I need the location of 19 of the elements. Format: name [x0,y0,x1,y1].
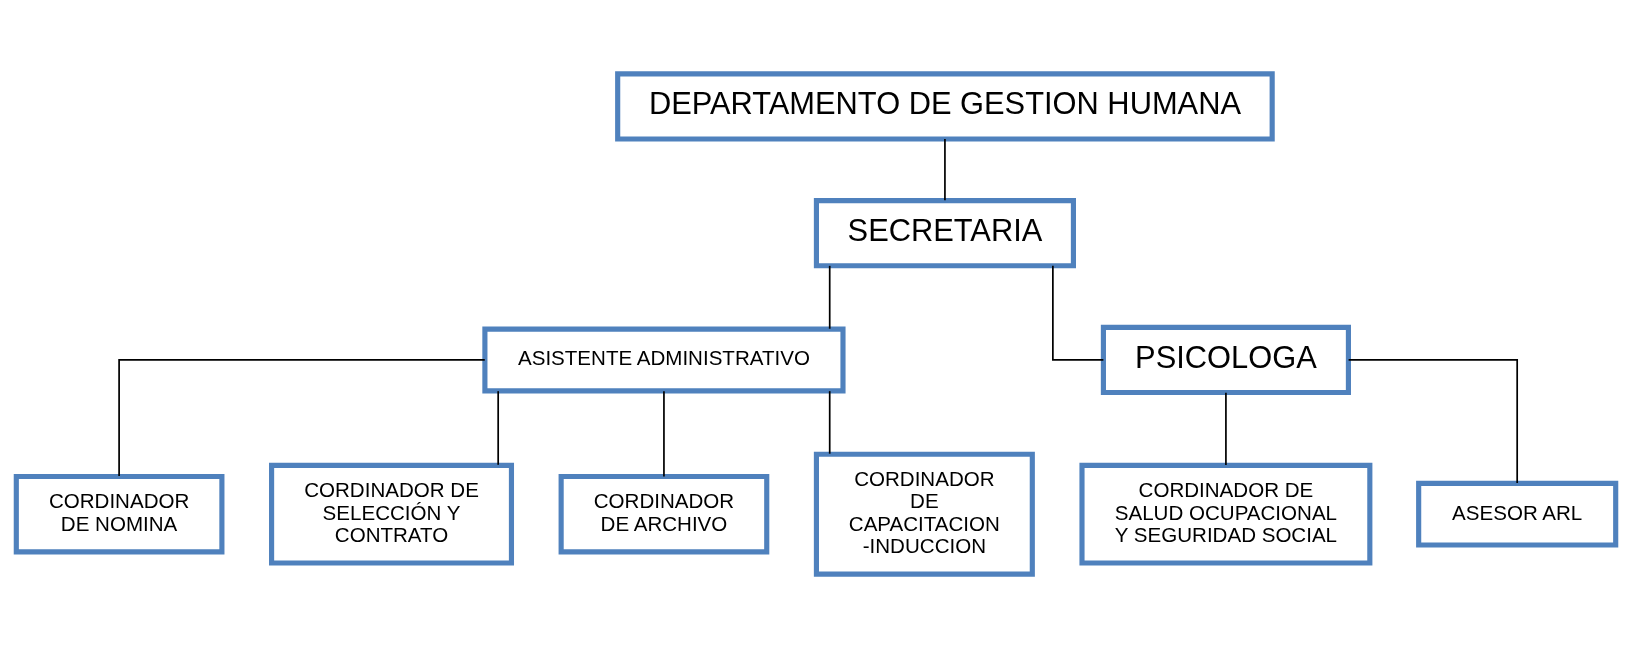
node-box: ASISTENTE ADMINISTRATIVO [482,326,846,393]
connector [663,389,665,477]
node-box: DEPARTAMENTO DE GESTION HUMANA [615,70,1275,142]
connector [118,358,486,477]
connector [1052,264,1105,361]
node-box: ASESOR ARL [1416,480,1619,548]
connector [828,264,831,330]
connector [828,389,831,455]
connector [1225,391,1227,466]
node-box: CORDINADOR DE SALUD OCUPACIONAL Y SEGURIDAD SOCIAL [1079,462,1373,566]
node-box: CORDINADOR DE ARCHIVO [558,473,770,554]
connector [944,137,946,201]
node-box: CORDINADOR DE NOMINA [13,473,225,554]
node-box: CORDINADOR DE SELECCIÓN Y CONTRATO [269,462,515,566]
node-box: CORDINADOR DE CAPACITACION -INDUCCION [813,451,1035,577]
connector [497,389,500,466]
node-box: PSICOLOGA [1100,324,1351,395]
connector [1347,358,1519,484]
node-box: SECRETARIA [813,197,1076,268]
